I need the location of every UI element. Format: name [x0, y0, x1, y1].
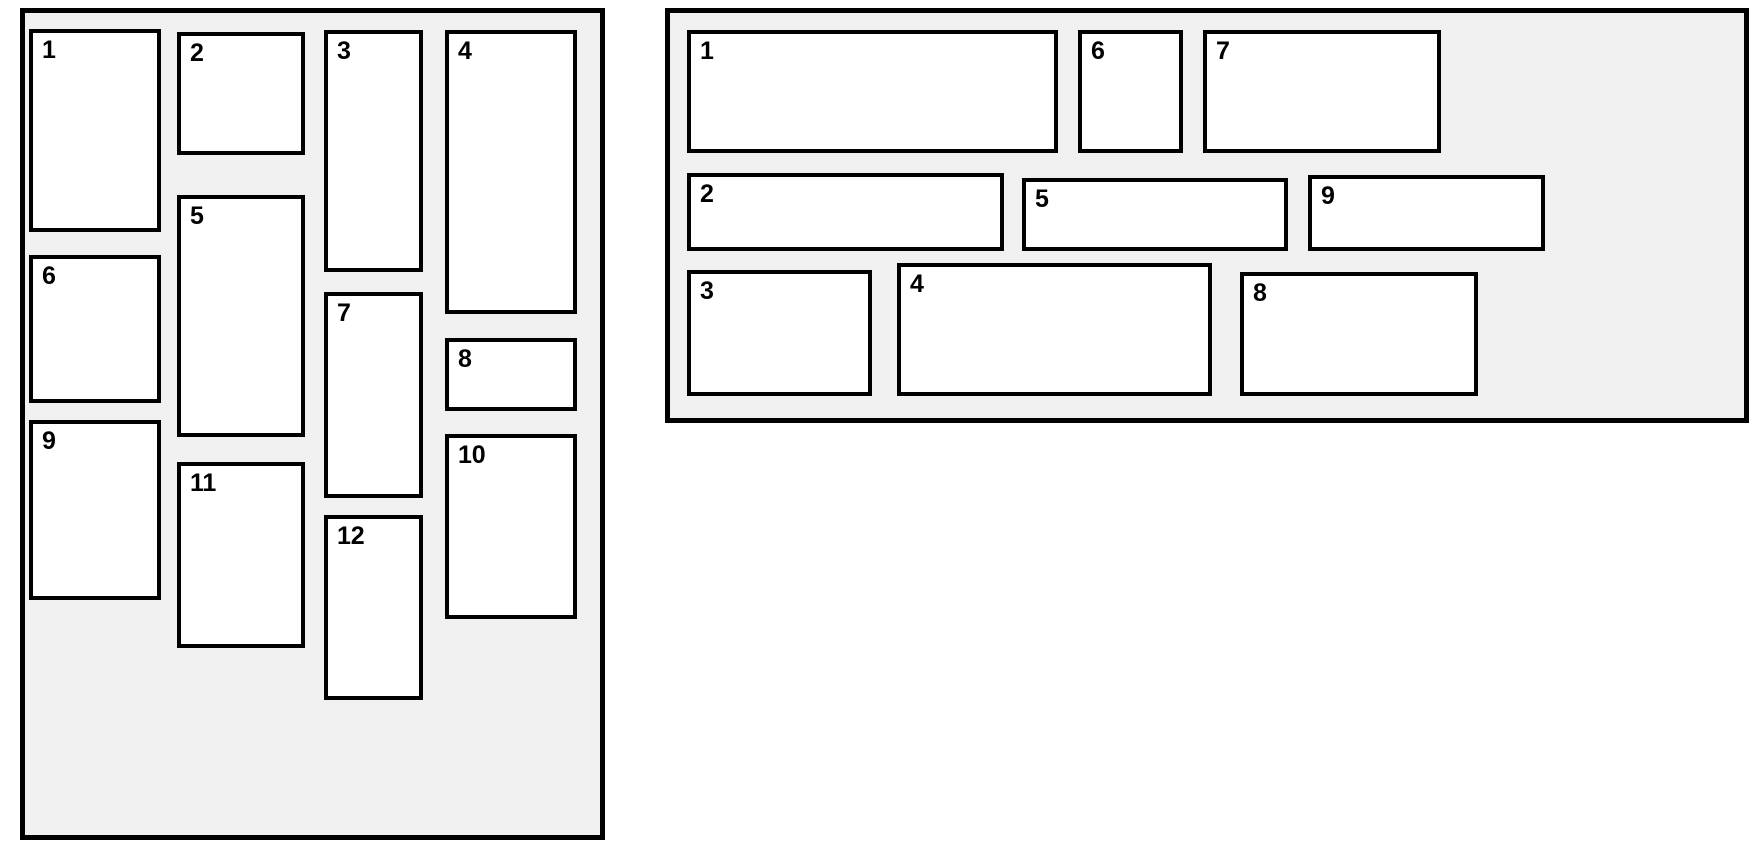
layout-box-7[interactable]: 7: [324, 292, 423, 498]
box-label: 1: [700, 37, 714, 65]
box-label: 6: [1091, 37, 1105, 65]
layout-box-5[interactable]: 5: [1022, 178, 1288, 251]
box-label: 8: [458, 345, 472, 373]
layout-box-2[interactable]: 2: [177, 32, 305, 155]
box-label: 3: [700, 277, 714, 305]
box-label: 1: [42, 36, 56, 64]
box-label: 11: [190, 469, 217, 497]
layout-box-5[interactable]: 5: [177, 195, 305, 437]
layout-box-1[interactable]: 1: [687, 30, 1058, 153]
layout-box-12[interactable]: 12: [324, 515, 423, 700]
right-panel-container: 1 6 7 2 5 9 3 4 8: [665, 8, 1749, 423]
box-label: 2: [190, 39, 204, 67]
box-label: 2: [700, 180, 714, 208]
layout-box-9[interactable]: 9: [29, 420, 161, 600]
layout-box-6[interactable]: 6: [29, 255, 161, 403]
box-label: 12: [337, 522, 365, 550]
layout-box-6[interactable]: 6: [1078, 30, 1183, 153]
box-label: 5: [190, 202, 204, 230]
box-label: 9: [42, 427, 56, 455]
layout-box-4[interactable]: 4: [897, 263, 1212, 396]
box-label: 8: [1253, 279, 1267, 307]
layout-box-3[interactable]: 3: [687, 270, 872, 396]
box-label: 9: [1321, 182, 1335, 210]
layout-box-3[interactable]: 3: [324, 30, 423, 272]
layout-box-1[interactable]: 1: [29, 29, 161, 232]
layout-box-9[interactable]: 9: [1308, 175, 1545, 251]
layout-box-8[interactable]: 8: [445, 338, 577, 411]
layout-box-10[interactable]: 10: [445, 434, 577, 619]
box-label: 7: [1216, 37, 1230, 65]
box-label: 4: [458, 37, 472, 65]
layout-box-4[interactable]: 4: [445, 30, 577, 314]
box-label: 10: [458, 441, 486, 469]
layout-box-2[interactable]: 2: [687, 173, 1004, 251]
layout-box-7[interactable]: 7: [1203, 30, 1441, 153]
box-label: 3: [337, 37, 351, 65]
layout-box-11[interactable]: 11: [177, 462, 305, 648]
box-label: 6: [42, 262, 56, 290]
box-label: 5: [1035, 185, 1049, 213]
box-label: 4: [910, 270, 924, 298]
layout-box-8[interactable]: 8: [1240, 272, 1478, 396]
box-label: 7: [337, 299, 351, 327]
